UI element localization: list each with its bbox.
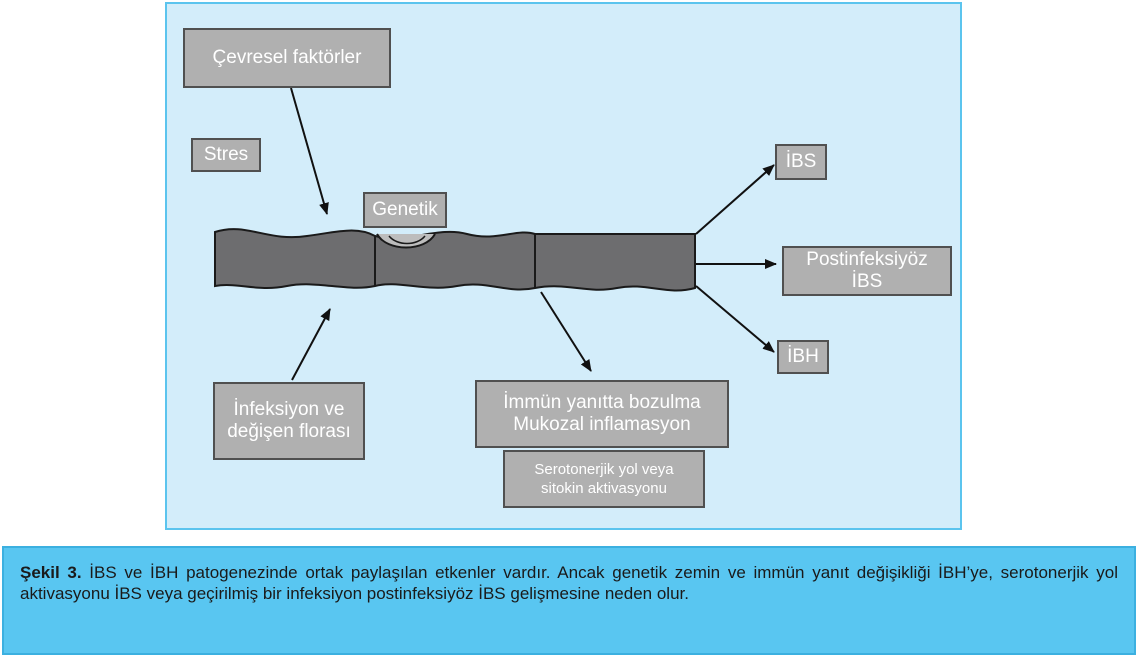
box-immun-yanit: İmmün yanıtta bozulma Mukozal inflamasyo… xyxy=(475,380,729,448)
box-label-line1: Serotonerjik yol veya xyxy=(534,461,674,478)
box-label-line2: değişen florası xyxy=(227,421,351,442)
box-genetik: Genetik xyxy=(363,192,447,228)
intestine-tube xyxy=(214,228,696,292)
diagram-panel: Çevresel faktörler Stres Genetik İBS Pos… xyxy=(165,2,962,530)
box-postinfeksiyoz-ibs: Postinfeksiyöz İBS xyxy=(782,246,952,296)
box-label-line1: Postinfeksiyöz xyxy=(806,249,928,270)
box-label-line2: Mukozal inflamasyon xyxy=(513,414,691,435)
arrow-immun xyxy=(540,291,592,372)
box-label: İBH xyxy=(787,346,819,367)
box-label: Genetik xyxy=(372,199,438,220)
box-label-line1: İnfeksiyon ve xyxy=(233,399,345,420)
box-label-line1: İmmün yanıtta bozulma xyxy=(503,392,701,413)
genetik-arc xyxy=(376,233,436,249)
box-serotonerjik: Serotonerjik yol veya sitokin aktivasyon… xyxy=(503,450,705,508)
arrow-ibh xyxy=(695,285,775,353)
genetik-arc-inner xyxy=(388,235,426,245)
arrow-infeksiyon xyxy=(291,308,331,381)
box-cevresel-faktorler: Çevresel faktörler xyxy=(183,28,391,88)
box-label-line2: İBS xyxy=(851,271,883,292)
caption-text: İBS ve İBH patogenezinde ortak paylaşıla… xyxy=(20,563,1118,603)
box-ibs: İBS xyxy=(775,144,827,180)
caption-label: Şekil 3. xyxy=(20,563,82,582)
diagram-graphics xyxy=(214,87,777,381)
box-stres: Stres xyxy=(191,138,261,172)
figure-caption: Şekil 3. İBS ve İBH patogenezinde ortak … xyxy=(2,546,1136,655)
intestine-body xyxy=(214,228,696,292)
box-infeksiyon: İnfeksiyon ve değişen florası xyxy=(213,382,365,460)
box-label: İBS xyxy=(785,151,817,172)
box-label: Çevresel faktörler xyxy=(212,47,362,68)
box-label: Stres xyxy=(203,144,249,165)
arrow-ibs xyxy=(695,164,775,235)
box-ibh: İBH xyxy=(777,340,829,374)
box-label-line2: sitokin aktivasyonu xyxy=(541,480,667,497)
arrow-cevresel xyxy=(290,87,329,215)
